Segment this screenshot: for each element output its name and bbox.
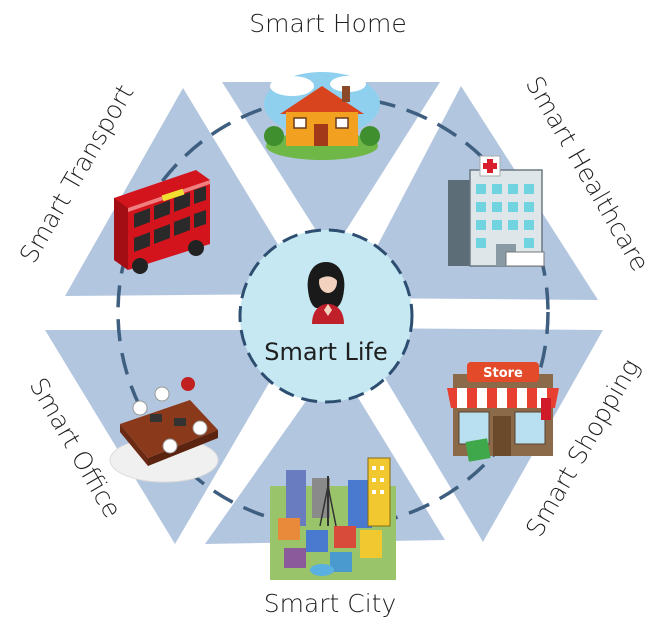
label-smart-home: Smart Home — [249, 9, 406, 38]
city-icon — [270, 457, 396, 580]
store-icon: Store — [447, 362, 559, 462]
double-decker-bus-icon — [114, 170, 210, 274]
house-icon — [264, 72, 380, 160]
center-hub: Smart Life — [238, 228, 414, 404]
center-label: Smart Life — [264, 338, 387, 366]
label-smart-city: Smart City — [264, 589, 397, 618]
store-sign-text: Store — [483, 366, 523, 381]
hospital-icon — [448, 155, 545, 267]
dashed-orbit — [116, 95, 550, 529]
triangle-top — [222, 82, 440, 254]
office-meeting-icon — [109, 377, 219, 483]
woman-avatar-icon — [307, 262, 345, 324]
